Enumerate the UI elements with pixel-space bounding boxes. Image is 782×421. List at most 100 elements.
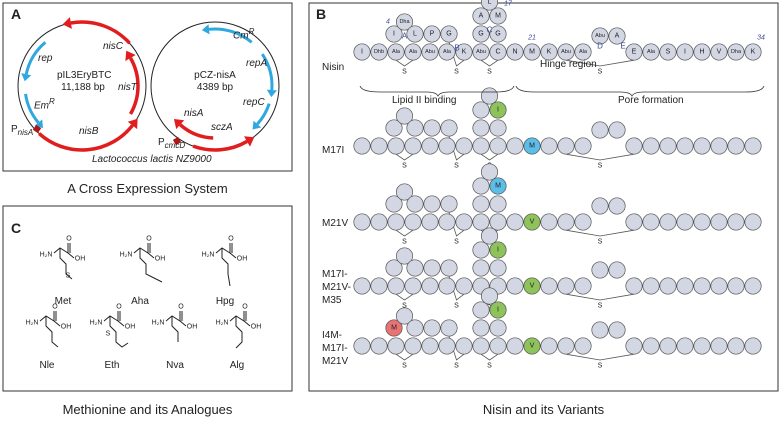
gene-nisb: nisB — [79, 126, 99, 137]
compound-met: Met — [54, 296, 72, 307]
residue-4-8 — [421, 337, 439, 355]
plasmid-1-name: pIL3EryBTC — [57, 70, 112, 81]
plasmid-maps — [17, 17, 280, 152]
residue-4-7 — [404, 337, 422, 355]
mutation-label-1-17: I — [497, 107, 499, 114]
position-4: 4 — [386, 19, 390, 26]
residue-4-12 — [455, 337, 473, 355]
eth-hydroxyl-bond — [117, 320, 125, 327]
row-label-m21v: M21V — [322, 218, 349, 229]
row-label-triple-1: M17I- M21V- M35 — [322, 269, 351, 306]
residue-0-27 — [625, 43, 643, 61]
residue-2-5 — [395, 183, 414, 201]
compound-nle: Nle — [39, 360, 55, 371]
alg-hydroxyl-bond — [243, 320, 251, 327]
residue-0-9 — [423, 25, 441, 43]
residue-2-21 — [523, 213, 541, 231]
residue-3-16 — [480, 227, 499, 245]
residue-0-23 — [557, 43, 575, 61]
residue-2-15 — [472, 177, 490, 195]
gene-nisa: nisA — [184, 108, 204, 119]
residue-label-5: Dha — [399, 19, 410, 25]
residue-0-1 — [353, 43, 371, 61]
mutation-label-1-21: M — [529, 143, 535, 150]
residue-3-30 — [676, 277, 694, 295]
residue-2-29 — [659, 213, 677, 231]
residue-3-24 — [574, 277, 592, 295]
residue-0-5 — [395, 13, 414, 31]
residue-2-11 — [438, 213, 456, 231]
compound-eth: Eth — [104, 360, 120, 371]
residue-label-31: H — [699, 49, 704, 56]
peptide-row-2: SSSSMV — [353, 163, 762, 246]
residue-3-31 — [693, 277, 711, 295]
arrow-nisc — [70, 20, 131, 45]
met-sulfur: S — [66, 273, 71, 280]
promoter-1-box — [32, 124, 42, 134]
residue-label-23: Abu — [561, 49, 571, 55]
sulfur-label-1-1: S — [454, 163, 459, 170]
residue-label-24: Ala — [579, 49, 588, 55]
residue-1-19 — [489, 137, 507, 155]
ring-a: A — [402, 32, 408, 41]
residue-2-9 — [423, 195, 441, 213]
residue-1-25 — [591, 121, 609, 139]
residue-2-33 — [727, 213, 745, 231]
residue-label-29: S — [666, 49, 671, 56]
residue-label-17: M — [495, 13, 501, 20]
nle-hydroxyl-bond — [53, 320, 61, 327]
sulfur-label-0-1: S — [454, 69, 459, 76]
sulfur-label-3-0: S — [402, 303, 407, 310]
residue-0-24 — [574, 43, 592, 61]
eth-sulfur: S — [106, 331, 111, 338]
sulfur-label-3-2: S — [487, 303, 492, 310]
chemical-structures: H₂NOOHSH₂NOOHH₂NOOHH₂NOOHH₂NOOHSH₂NOOHH₂… — [26, 236, 261, 349]
arrow-nist — [128, 57, 140, 115]
residue-0-15 — [472, 7, 490, 25]
arrow-nisa-head — [173, 119, 185, 130]
gene-nist: nisT — [118, 82, 137, 93]
residue-4-13 — [472, 337, 490, 355]
residue-label-28: Ala — [647, 49, 656, 55]
residue-2-7 — [404, 213, 422, 231]
residue-3-6 — [406, 259, 424, 277]
residue-0-6 — [406, 25, 424, 43]
nle-sidechain — [45, 316, 59, 348]
sulfur-label-2-1: S — [454, 239, 459, 246]
sulfur-label-2-3: S — [598, 239, 603, 246]
mutation-label-4-4: M — [391, 325, 397, 332]
residue-3-9 — [423, 259, 441, 277]
residue-0-30 — [676, 43, 694, 61]
aha-hydroxyl-bond — [147, 252, 155, 259]
residue-4-14 — [472, 319, 490, 337]
residue-0-4 — [385, 25, 403, 43]
residue-2-22 — [540, 213, 558, 231]
residue-label-7: Ala — [409, 49, 418, 55]
residue-1-30 — [676, 137, 694, 155]
residue-2-1 — [353, 213, 371, 231]
residue-label-33: Dha — [731, 49, 742, 55]
residue-3-2 — [370, 277, 388, 295]
residue-label-3: Ala — [392, 49, 401, 55]
nva-hydroxyl-bond — [179, 320, 187, 327]
residue-0-29 — [659, 43, 677, 61]
sulfur-label-2-0: S — [402, 239, 407, 246]
residue-label-15: A — [479, 13, 484, 20]
aha-amine: H₂N — [120, 252, 133, 259]
sulfide-bridge-0-0 — [395, 59, 414, 67]
panel-a-caption: A Cross Expression System — [67, 181, 228, 196]
arrow-repa — [260, 53, 274, 91]
residue-4-5 — [395, 307, 414, 325]
residue-label-10: G — [446, 31, 451, 38]
row-label-m17i: M17I — [322, 145, 345, 156]
panel-c-frame — [2, 205, 293, 392]
residue-2-13 — [472, 213, 490, 231]
met-backbone — [53, 243, 69, 254]
residue-4-4 — [385, 319, 403, 337]
residue-2-26 — [608, 197, 626, 215]
residue-label-1: I — [361, 49, 363, 56]
residue-2-17 — [489, 177, 507, 195]
residue-4-19 — [489, 337, 507, 355]
residue-label-11: Ala — [443, 49, 452, 55]
